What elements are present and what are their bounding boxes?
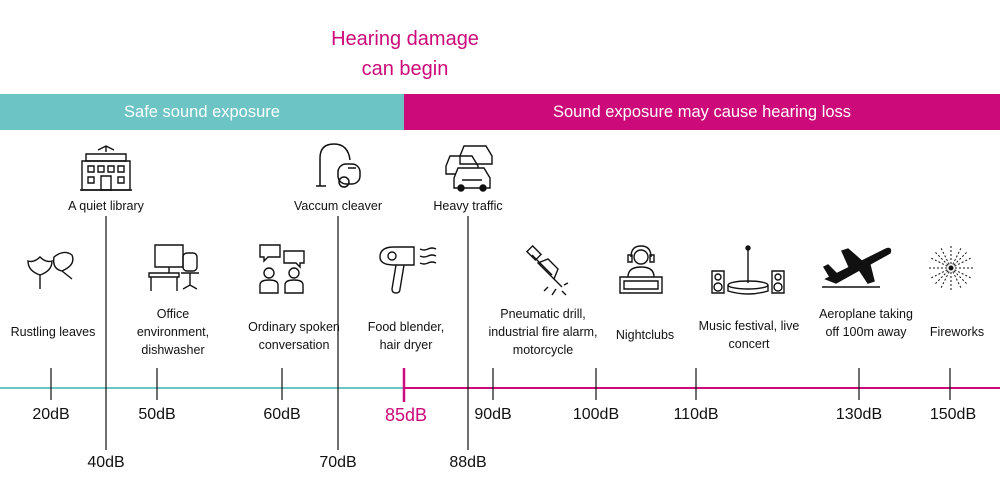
label-quiet-library: A quiet library (68, 199, 144, 213)
db-label-88: 88dB (449, 454, 487, 471)
db-label-100: 100dB (572, 406, 620, 423)
risk-exposure-label: Sound exposure may cause hearing loss (552, 102, 852, 121)
db-label-110: 110dB (673, 406, 719, 423)
threshold-heading-line1: Hearing damage (331, 28, 479, 50)
db-label-60: 60dB (263, 406, 301, 423)
label-spoken-conversation: Ordinary spoken conversation (248, 320, 340, 352)
library-icon (78, 142, 134, 192)
label-aeroplane: Aeroplane taking off 100m away (819, 307, 913, 339)
risk-exposure-band: Sound exposure may cause hearing loss (404, 94, 1000, 130)
safe-exposure-label: Safe sound exposure (124, 102, 280, 121)
db-label-20: 20dB (32, 406, 70, 423)
office-desk-icon (145, 243, 205, 293)
fireworks-icon (926, 243, 976, 293)
conversation-icon (256, 241, 308, 295)
threshold-heading: Hearing damage can begin (300, 24, 510, 84)
aeroplane-icon (820, 243, 894, 287)
label-pneumatic-drill: Pneumatic drill, industrial fire alarm, … (488, 307, 598, 357)
concert-stage-icon (710, 243, 786, 297)
vacuum-cleaner-icon (312, 140, 364, 192)
label-fireworks: Fireworks (929, 325, 985, 339)
leaves-icon (22, 245, 80, 293)
threshold-heading-line2: can begin (361, 58, 449, 80)
label-office-environment: Office environment, dishwasher (136, 307, 210, 357)
label-music-festival: Music festival, live concert (698, 319, 800, 351)
db-label-40: 40dB (87, 454, 125, 471)
traffic-icon (440, 142, 496, 192)
db-label-50: 50dB (138, 406, 176, 423)
db-label-85: 85dB (384, 405, 428, 425)
label-nightclubs: Nightclubs (615, 328, 675, 342)
db-label-90: 90dB (474, 406, 512, 423)
label-vacuum-cleaner: Vaccum cleaver (294, 199, 382, 213)
pneumatic-drill-icon (518, 245, 570, 297)
label-rustling-leaves: Rustling leaves (10, 325, 96, 339)
db-label-150: 150dB (929, 406, 977, 423)
label-blender-hairdryer: Food blender, hair dryer (367, 320, 445, 352)
hair-dryer-icon (374, 243, 440, 295)
safe-exposure-band: Safe sound exposure (0, 94, 404, 130)
label-heavy-traffic: Heavy traffic (433, 199, 503, 213)
db-label-130: 130dB (835, 406, 883, 423)
db-label-70: 70dB (319, 454, 357, 471)
dj-icon (616, 243, 666, 297)
